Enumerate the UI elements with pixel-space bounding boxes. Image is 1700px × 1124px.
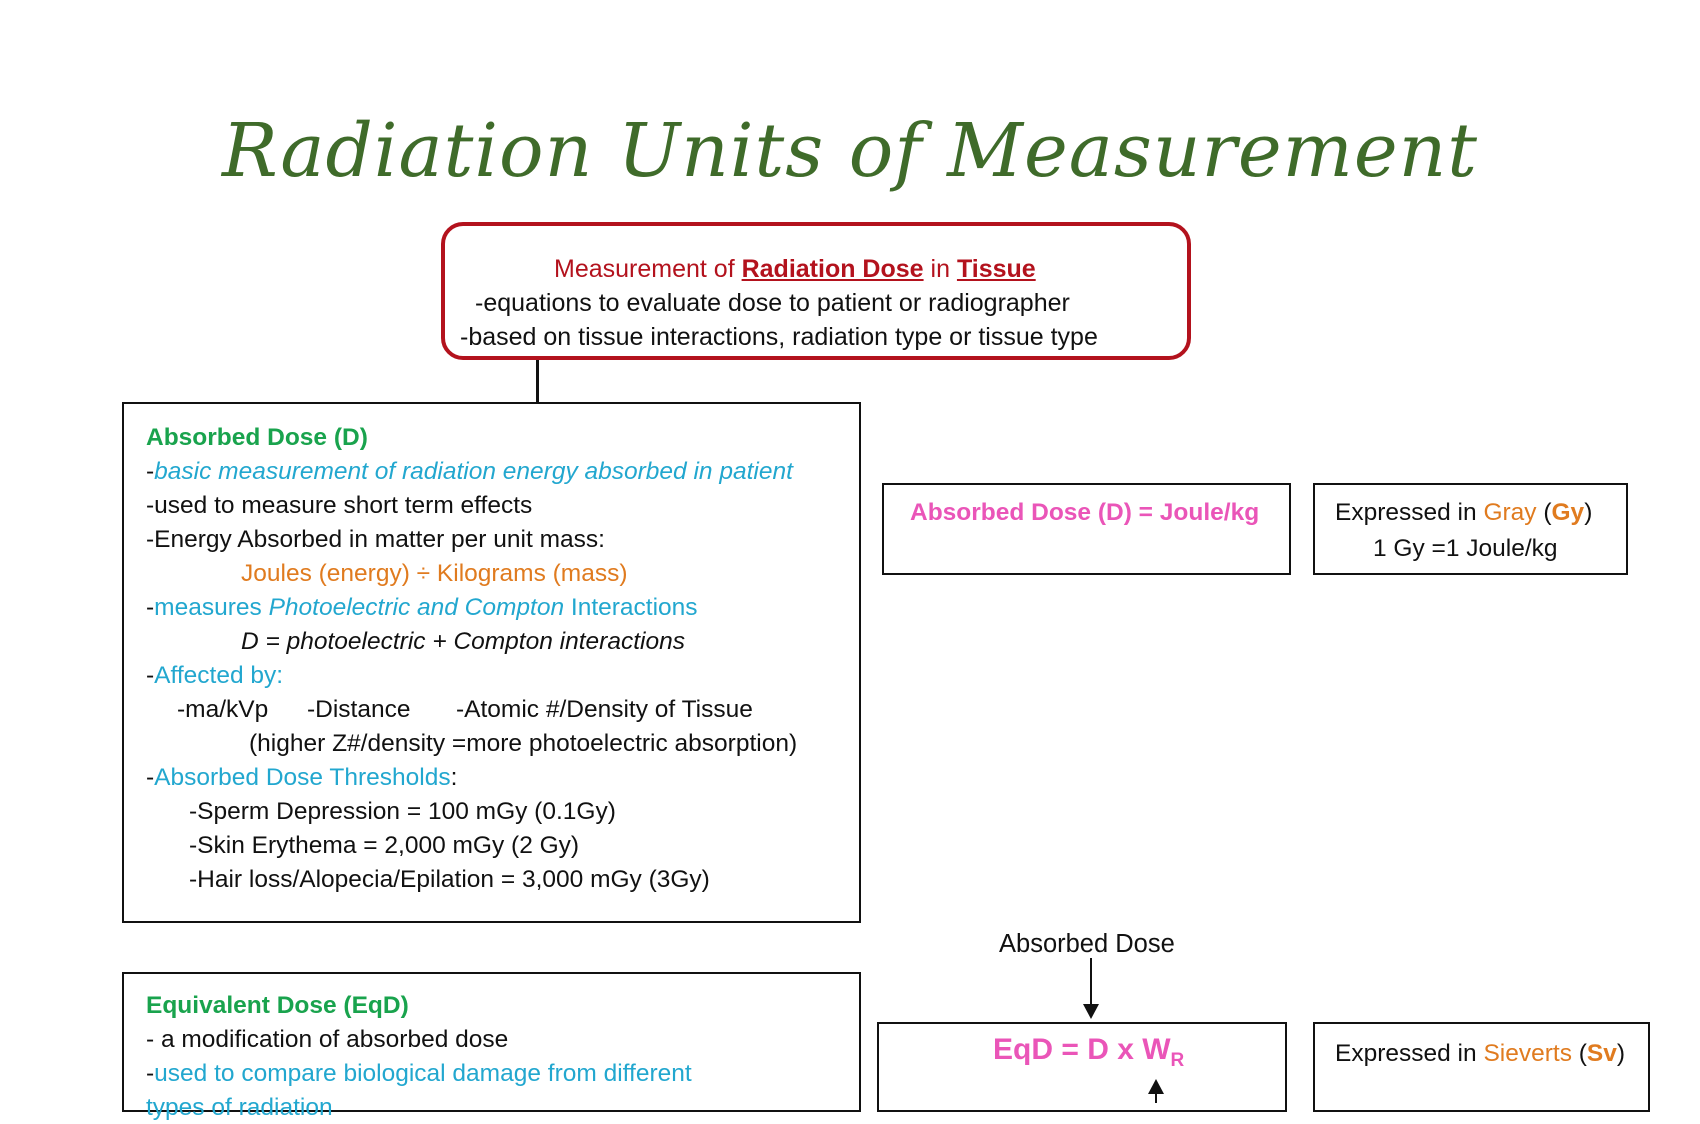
dash: -	[146, 662, 155, 689]
absorbed-dose-formula-box: Absorbed Dose (D) = Joule/kg	[882, 483, 1291, 575]
gray-unit-box: Expressed in Gray (Gy) 1 Gy =1 Joule/kg	[1313, 483, 1628, 575]
definition-prefix: Measurement of	[554, 255, 742, 283]
measures-text: measures	[154, 594, 269, 621]
up-arrow-icon	[1148, 1079, 1164, 1094]
paren: )	[1616, 1040, 1626, 1067]
equivalent-dose-heading: Equivalent Dose (EqD)	[146, 992, 409, 1019]
sievert-unit-box: Expressed in Sieverts (Sv)	[1313, 1022, 1650, 1112]
threshold-sperm: -Sperm Depression = 100 mGy (0.1Gy)	[189, 798, 616, 825]
colon: :	[450, 764, 458, 791]
absorbed-line-10: -Absorbed Dose Thresholds:	[146, 762, 457, 794]
absorbed-dose-heading: Absorbed Dose (D)	[146, 424, 368, 451]
absorbed-line-9: (higher Z#/density =more photoelectric a…	[249, 730, 798, 757]
radiation-dose-definition-box: Measurement of Radiation Dose in Tissue …	[441, 222, 1191, 360]
connector-line	[536, 360, 539, 402]
threshold-skin: -Skin Erythema = 2,000 mGy (2 Gy)	[189, 832, 580, 859]
interactions-text: Interactions	[564, 594, 698, 621]
absorbed-line-1: -basic measurement of radiation energy a…	[146, 456, 793, 488]
absorbed-line-6: D = photoelectric + Compton interactions	[241, 628, 685, 655]
definition-line-1: Measurement of Radiation Dose in Tissue	[554, 252, 1036, 286]
definition-mid: in	[923, 255, 957, 283]
gray-line-2: 1 Gy =1 Joule/kg	[1373, 535, 1558, 562]
absorbed-line-4: Joules (energy) ÷ Kilograms (mass)	[241, 560, 628, 587]
absorbed-line-8a: -ma/kVp	[177, 696, 269, 723]
absorbed-dose-formula: Absorbed Dose (D) = Joule/kg	[910, 499, 1260, 526]
absorbed-line-5: -measures Photoelectric and Compton Inte…	[146, 592, 698, 624]
expressed-in-text: Expressed in	[1335, 499, 1484, 526]
equivalent-line-1: - a modification of absorbed dose	[146, 1026, 509, 1053]
interaction-types: Photoelectric and Compton	[268, 594, 565, 621]
sievert-abbr: Sv	[1586, 1040, 1617, 1067]
page-title: Radiation Units of Measurement	[221, 108, 1479, 194]
equivalent-dose-box: Equivalent Dose (EqD) - a modification o…	[122, 972, 861, 1121]
definition-line-2: -equations to evaluate dose to patient o…	[475, 289, 1070, 317]
gray-abbr: Gy	[1551, 499, 1585, 526]
absorbed-definition: basic measurement of radiation energy ab…	[154, 458, 793, 485]
radiation-dose-term: Radiation Dose	[741, 255, 924, 283]
paren: )	[1584, 499, 1593, 526]
affected-by-label: Affected by:	[154, 662, 284, 689]
absorbed-dose-label: Absorbed Dose	[999, 930, 1175, 958]
gray-line-1: Expressed in Gray (Gy)	[1335, 497, 1592, 529]
gray-unit: Gray	[1483, 499, 1537, 526]
dash: -	[146, 1060, 155, 1087]
equivalent-line-2: -used to compare biological damage from …	[146, 1058, 692, 1090]
sievert-unit: Sieverts	[1483, 1040, 1572, 1067]
dash: -	[146, 764, 155, 791]
equivalent-purpose: used to compare biological damage from d…	[154, 1060, 692, 1087]
tissue-term: Tissue	[956, 255, 1036, 283]
thresholds-label: Absorbed Dose Thresholds	[154, 764, 451, 791]
paren: (	[1536, 499, 1552, 526]
formula-subscript: R	[1170, 1050, 1185, 1071]
definition-line-3: -based on tissue interactions, radiation…	[460, 323, 1098, 351]
equivalent-dose-formula-box: EqD = D x WR	[877, 1022, 1287, 1112]
paren: (	[1571, 1040, 1587, 1067]
absorbed-line-7: -Affected by:	[146, 660, 283, 692]
threshold-hair: -Hair loss/Alopecia/Epilation = 3,000 mG…	[189, 866, 710, 893]
absorbed-line-2: -used to measure short term effects	[146, 492, 533, 519]
formula-main: EqD = D x W	[993, 1033, 1171, 1066]
equivalent-dose-formula: EqD = D x WR	[993, 1034, 1184, 1077]
down-arrow-icon	[1083, 1004, 1099, 1019]
dash: -	[146, 458, 155, 485]
absorbed-dose-box: Absorbed Dose (D) -basic measurement of …	[122, 402, 861, 923]
up-arrow-line	[1155, 1093, 1157, 1103]
absorbed-line-8c: -Atomic #/Density of Tissue	[456, 696, 753, 723]
down-arrow-line	[1090, 958, 1092, 1006]
absorbed-line-3: -Energy Absorbed in matter per unit mass…	[146, 526, 605, 553]
sievert-line-1: Expressed in Sieverts (Sv)	[1335, 1038, 1625, 1070]
dash: -	[146, 594, 155, 621]
expressed-in-text: Expressed in	[1335, 1040, 1484, 1067]
absorbed-line-8b: -Distance	[307, 696, 411, 723]
